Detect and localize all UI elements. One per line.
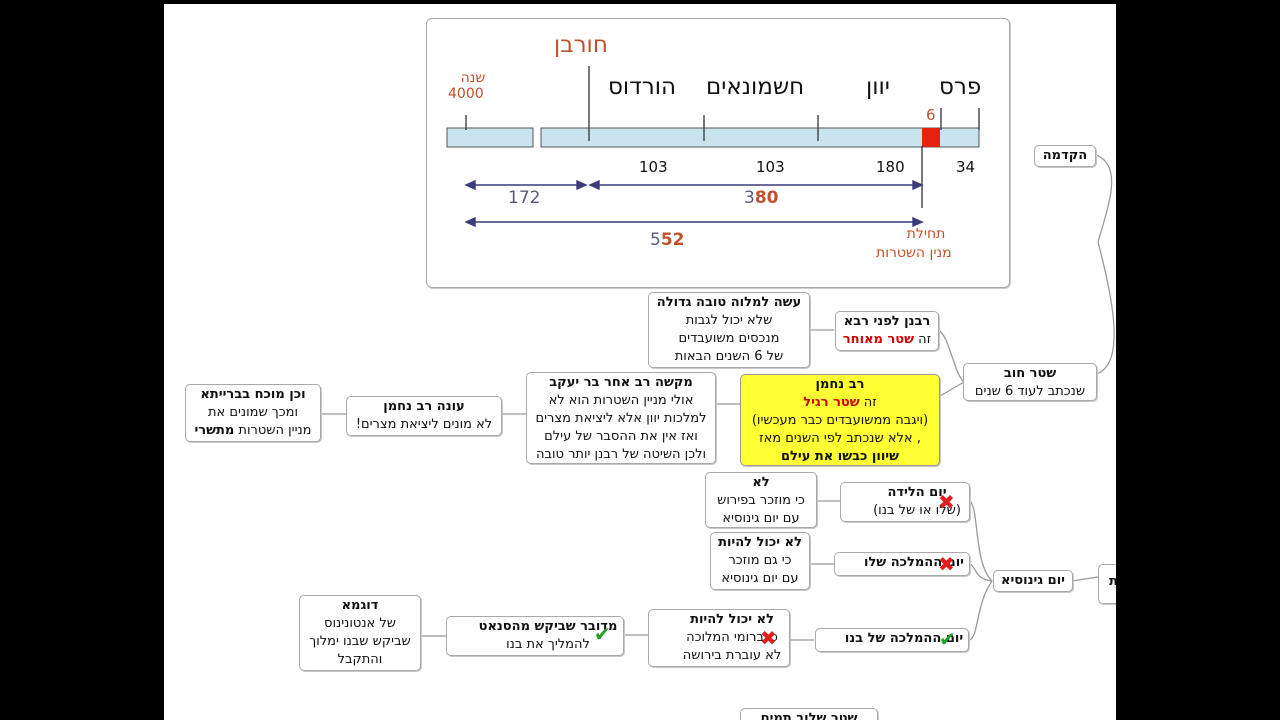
node-lo-yachol-1[interactable]: לא יכול להיות כי גם מוזכר עם יום גינוסיא — [710, 532, 810, 590]
x-icon: ✖ — [938, 552, 955, 576]
timeline-red-block — [922, 128, 940, 147]
node-hakdama[interactable]: הקדמה — [1034, 145, 1096, 167]
x-icon: ✖ — [760, 626, 777, 650]
node-yom-hamlacha-bno[interactable]: יום ההמלכה של בנו — [815, 628, 969, 652]
churban-label: חורבן — [554, 32, 608, 58]
node-makshe[interactable]: מקשה רב אחר בר יעקב אולי מניין השטרות הו… — [526, 372, 716, 464]
start-label-1: תחילת — [906, 226, 946, 242]
start-label-2: מנין השטרות — [876, 245, 952, 261]
node-bottom-cut[interactable]: שטר שלוב תמים — [740, 708, 878, 720]
six-years-label: 6 — [926, 106, 936, 124]
node-lo-yachol-2[interactable]: לא יכול להיות כי ברומי המלוכה לא עוברת ב… — [648, 609, 790, 667]
timeline-graphic — [446, 66, 980, 228]
connectors — [322, 153, 1115, 641]
duration-103-b: 103 — [756, 158, 785, 176]
year-value: 4000 — [448, 86, 484, 102]
duration-180: 180 — [876, 158, 905, 176]
span-380: 380 — [744, 188, 779, 208]
mindmap-canvas: שנה 4000 חורבן הורדוס חשמונאים יוון פרס … — [164, 4, 1116, 720]
x-icon: ✖ — [938, 490, 955, 514]
node-medubar[interactable]: מדובר שביקש מהסנאט להמליך את בנו — [446, 616, 624, 656]
node-rabanan[interactable]: רבנן לפני רבא זה שטר מאוחר — [835, 311, 939, 351]
node-aseh-lamalve[interactable]: עשה למלוה טובה גדולה שלא יכול לגבות מנכס… — [648, 292, 810, 368]
span-172: 172 — [508, 188, 541, 208]
span-552: 552 — [650, 230, 685, 250]
duration-103-a: 103 — [639, 158, 668, 176]
node-rav-nachman[interactable]: רב נחמן זה שטר רגיל (ויגבה ממשועבדים כבר… — [740, 374, 940, 466]
timeline-bar-main — [540, 127, 980, 148]
timeline-panel — [426, 18, 1010, 288]
node-shtar-chov[interactable]: שטר חוב שנכתב לעוד 6 שנים — [963, 363, 1097, 401]
node-one-rav-nachman[interactable]: עונה רב נחמן לא מונים ליציאת מצרים! — [346, 396, 502, 436]
node-vchen-muchach[interactable]: וכן מוכח בברייתא ומכך שמונים את מניין הש… — [185, 384, 321, 442]
era-herodus: הורדוס — [608, 74, 677, 100]
node-yom-halida[interactable]: יום הלידה (שלו או של בנו) — [840, 482, 970, 522]
node-offscreen-right[interactable]: ת — [1098, 564, 1116, 604]
node-yom-gymnasia[interactable]: יום גינוסיא — [993, 570, 1073, 592]
timeline-bar-left — [446, 127, 534, 148]
era-paras: פרס — [939, 74, 982, 100]
check-icon: ✔ — [594, 622, 611, 646]
check-icon: ✔ — [939, 627, 956, 651]
era-chashmonaim: חשמונאים — [706, 74, 805, 100]
duration-34: 34 — [956, 158, 976, 176]
node-dugma[interactable]: דוגמא של אנטונינוס שביקש שבנו ימלוך והתק… — [299, 595, 421, 671]
node-yom-hamlacha-shelo[interactable]: יום ההמלכה שלו — [834, 552, 970, 576]
era-yavan: יוון — [866, 74, 890, 100]
node-lo[interactable]: לא כי מוזכר בפירוש עם יום גינוסיא — [705, 472, 817, 528]
year-label: שנה — [460, 70, 486, 86]
